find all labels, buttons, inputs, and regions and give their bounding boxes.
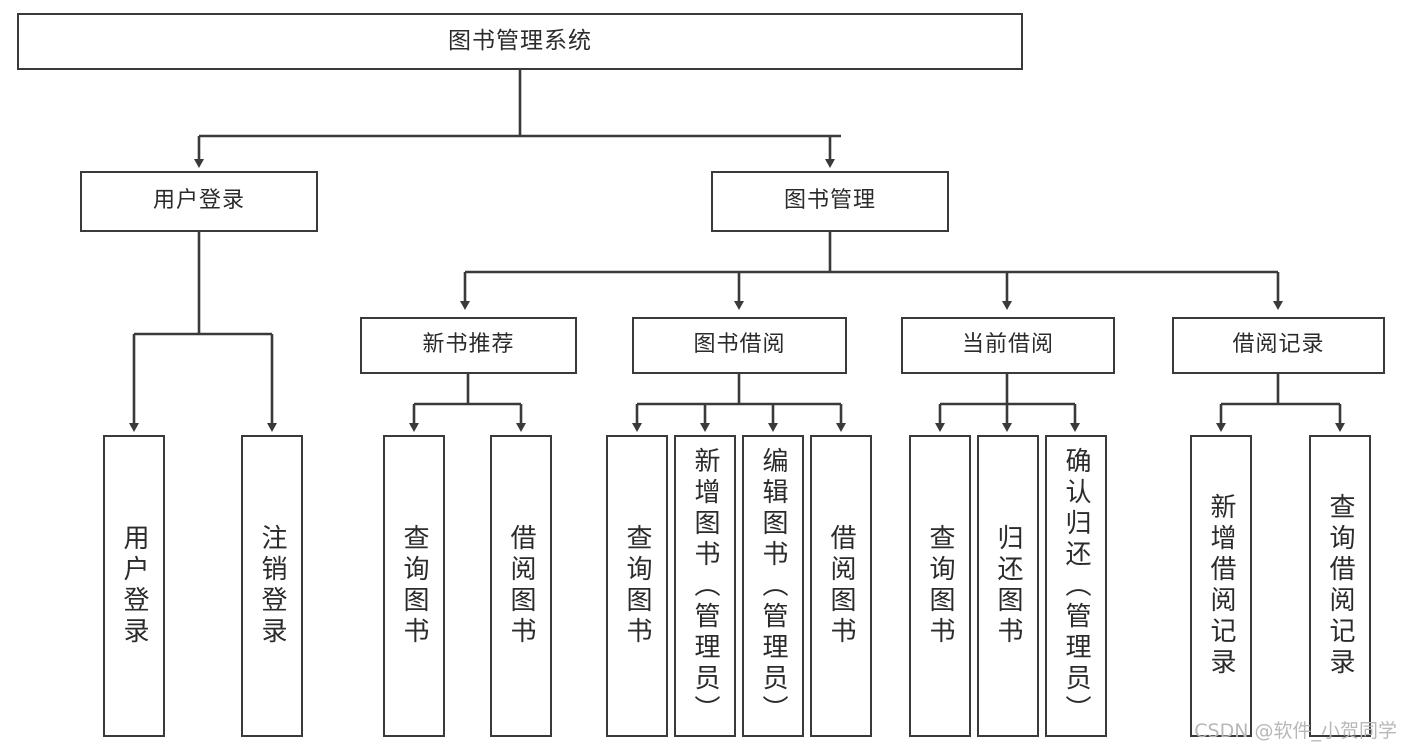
- leaf-add-book-label: 新增图书（管理员）: [690, 446, 720, 726]
- leaf-query-book-1-label: 查询图书: [399, 524, 429, 648]
- leaf-query-book-1[interactable]: 查询图书: [383, 435, 445, 737]
- leaf-user-login-label: 用户登录: [119, 524, 149, 648]
- leaf-add-record-label: 新增借阅记录: [1206, 493, 1236, 679]
- node-book-manage-label: 图书管理: [783, 188, 876, 214]
- leaf-query-record[interactable]: 查询借阅记录: [1309, 435, 1371, 737]
- node-user-login-label: 用户登录: [152, 188, 245, 214]
- node-root-label: 图书管理系统: [448, 27, 592, 54]
- leaf-borrow-book-2-label: 借阅图书: [826, 524, 856, 648]
- leaf-query-book-3[interactable]: 查询图书: [909, 435, 971, 737]
- node-book-manage[interactable]: 图书管理: [711, 171, 949, 232]
- leaf-query-book-3-label: 查询图书: [925, 524, 955, 648]
- node-current-borrow-label: 当前借阅: [961, 332, 1054, 358]
- leaf-query-book-2[interactable]: 查询图书: [606, 435, 668, 737]
- leaf-return-book-label: 归还图书: [993, 524, 1023, 648]
- leaf-confirm-return[interactable]: 确认归还（管理员）: [1045, 435, 1107, 737]
- leaf-query-book-2-label: 查询图书: [622, 524, 652, 648]
- node-borrow-record-label: 借阅记录: [1232, 332, 1325, 358]
- node-book-borrow[interactable]: 图书借阅: [632, 317, 847, 374]
- leaf-return-book[interactable]: 归还图书: [977, 435, 1039, 737]
- leaf-borrow-book-1[interactable]: 借阅图书: [490, 435, 552, 737]
- node-book-borrow-label: 图书借阅: [693, 332, 786, 358]
- leaf-user-logout-label: 注销登录: [257, 524, 287, 648]
- node-borrow-record[interactable]: 借阅记录: [1172, 317, 1385, 374]
- leaf-confirm-return-label: 确认归还（管理员）: [1061, 446, 1091, 726]
- node-new-book-recommend-label: 新书推荐: [422, 332, 515, 358]
- leaf-user-logout[interactable]: 注销登录: [241, 435, 303, 737]
- leaf-borrow-book-1-label: 借阅图书: [506, 524, 536, 648]
- node-user-login[interactable]: 用户登录: [80, 171, 318, 232]
- leaf-user-login[interactable]: 用户登录: [103, 435, 165, 737]
- node-current-borrow[interactable]: 当前借阅: [901, 317, 1115, 374]
- leaf-add-book[interactable]: 新增图书（管理员）: [674, 435, 736, 737]
- leaf-add-record[interactable]: 新增借阅记录: [1190, 435, 1252, 737]
- csdn-watermark: CSDN @软件_小贺同学: [1194, 720, 1397, 742]
- node-new-book-recommend[interactable]: 新书推荐: [360, 317, 577, 374]
- node-root[interactable]: 图书管理系统: [17, 13, 1023, 70]
- leaf-edit-book[interactable]: 编辑图书（管理员）: [742, 435, 804, 737]
- leaf-edit-book-label: 编辑图书（管理员）: [758, 446, 788, 726]
- leaf-borrow-book-2[interactable]: 借阅图书: [810, 435, 872, 737]
- leaf-query-record-label: 查询借阅记录: [1325, 493, 1355, 679]
